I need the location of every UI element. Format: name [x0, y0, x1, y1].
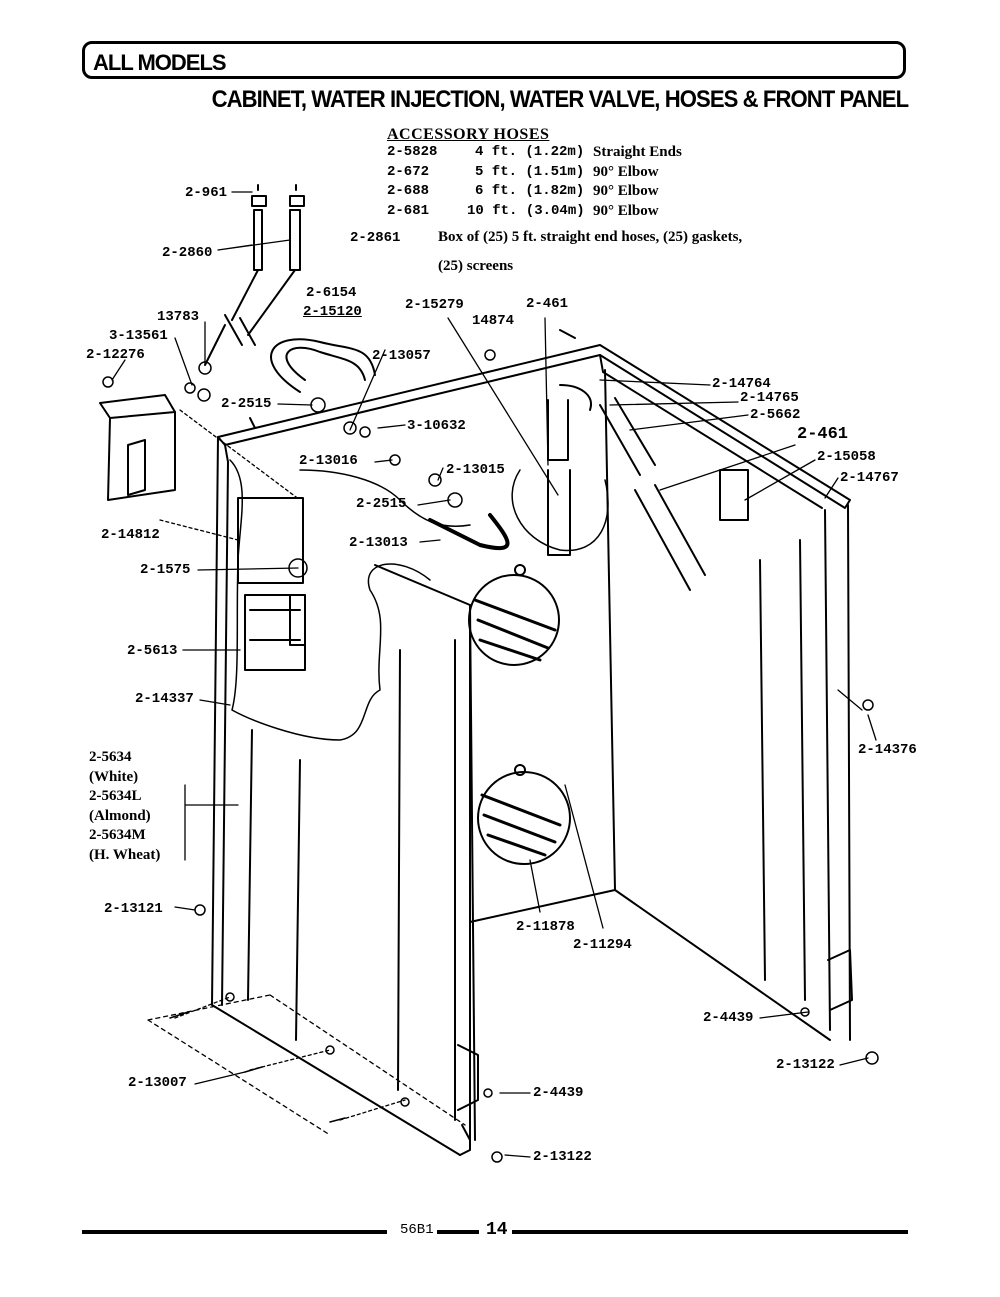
side-hose	[599, 397, 706, 591]
callout-2-961: 2-961	[185, 185, 228, 201]
footer-rule-mid	[437, 1230, 479, 1234]
cabinet-back-panel	[469, 369, 853, 1041]
box-part-number: 2-2861	[350, 230, 401, 246]
color-name: (White)	[89, 768, 139, 785]
callout-2-13016: 2-13016	[299, 453, 358, 469]
callout-2-6154: 2-6154	[306, 285, 357, 301]
accessory-hose-row: 2-5828 4 ft. (1.22m) Straight Ends	[387, 144, 682, 164]
hose-type: 90° Elbow	[593, 183, 659, 199]
hose-part: 2-5828	[387, 144, 438, 160]
callout-2-15120: 2-15120	[303, 304, 362, 320]
callout-2-13013: 2-13013	[349, 535, 408, 551]
accessory-hose-row: 2-681 10 ft. (3.04m) 90° Elbow	[387, 202, 659, 223]
hose-length: 4 ft. (1.22m)	[475, 144, 585, 160]
callout-2-5662: 2-5662	[750, 407, 801, 423]
callout-2-13121: 2-13121	[104, 901, 163, 917]
callout-2-13122-bottom: 2-13122	[533, 1149, 592, 1165]
footer-rule-right	[512, 1230, 908, 1234]
accessory-hoses-heading: ACCESSORY HOSES	[387, 126, 550, 143]
box-description-line2: (25) screens	[438, 258, 514, 274]
callout-2-5613: 2-5613	[127, 643, 178, 659]
hose-type: Straight Ends	[593, 144, 682, 160]
callout-2-15279: 2-15279	[405, 297, 464, 313]
callout-2-2515-b: 2-2515	[356, 496, 407, 512]
front-panel-color-list: 2-5634 (White) 2-5634L (Almond) 2-5634M …	[89, 748, 160, 865]
callout-3-13561: 3-13561	[109, 328, 168, 344]
hose-length: 10 ft. (3.04m)	[467, 202, 585, 219]
callout-2-4439-bottom: 2-4439	[533, 1085, 584, 1101]
cabinet-top-frame	[217, 329, 851, 509]
callout-2-2860: 2-2860	[162, 245, 213, 261]
callout-3-10632: 3-10632	[407, 418, 466, 434]
fasteners	[102, 349, 879, 1163]
color-part: 2-5634	[89, 749, 132, 765]
callout-2-461-big: 2-461	[797, 425, 849, 444]
color-name: (H. Wheat)	[89, 846, 161, 863]
footer-code: 56B1	[400, 1222, 434, 1238]
front-panel	[374, 564, 479, 1156]
accessory-hose-row: 2-672 5 ft. (1.51m) 90° Elbow	[387, 163, 659, 184]
u-hose	[428, 513, 510, 551]
callout-2-13007: 2-13007	[128, 1075, 187, 1091]
callout-2-11878: 2-11878	[516, 919, 575, 935]
models-title-box: ALL MODELS	[82, 41, 906, 79]
callout-2-12276: 2-12276	[86, 347, 145, 363]
injection-hose	[270, 338, 376, 393]
page-number: 14	[486, 1220, 508, 1240]
hose-length: 6 ft. (1.82m)	[475, 183, 585, 199]
callout-2-14765: 2-14765	[740, 390, 799, 406]
leader-lines	[111, 191, 877, 1158]
pump-discs	[468, 564, 571, 865]
callout-2-13122-right: 2-13122	[776, 1057, 835, 1073]
hose-length: 5 ft. (1.51m)	[475, 163, 585, 180]
callout-2-14376: 2-14376	[858, 742, 917, 758]
accessory-hoses-table: ACCESSORY HOSES 2-5828 4 ft. (1.22m) Str…	[387, 126, 682, 223]
hose-type: 90° Elbow	[593, 202, 659, 219]
callout-2-4439-right: 2-4439	[703, 1010, 754, 1026]
callout-2-14764: 2-14764	[712, 376, 771, 392]
page-title: CABINET, WATER INJECTION, WATER VALVE, H…	[211, 86, 909, 113]
color-part: 2-5634L	[89, 788, 142, 804]
callout-13783: 13783	[157, 309, 200, 325]
callout-2-14337: 2-14337	[135, 691, 194, 707]
cabinet-left-side	[211, 436, 461, 1156]
callout-2-11294: 2-11294	[573, 937, 632, 953]
models-label: ALL MODELS	[93, 50, 227, 75]
color-name: (Almond)	[89, 807, 151, 824]
hose-type: 90° Elbow	[593, 163, 659, 180]
callout-2-2515-a: 2-2515	[221, 396, 272, 412]
hose-part: 2-688	[387, 183, 430, 199]
hose-part: 2-672	[387, 163, 430, 180]
callout-2-14767: 2-14767	[840, 470, 899, 486]
hose-part: 2-681	[387, 202, 430, 219]
box-description-line1: Box of (25) 5 ft. straight end hoses, (2…	[438, 229, 743, 245]
fill-tube	[547, 384, 592, 556]
callout-2-13015: 2-13015	[446, 462, 505, 478]
accessory-hose-row: 2-688 6 ft. (1.82m) 90° Elbow	[387, 183, 659, 203]
inlet-hoses	[204, 184, 305, 366]
callout-14874: 14874	[472, 313, 515, 329]
callout-2-15058: 2-15058	[817, 449, 876, 465]
callout-2-1575: 2-1575	[140, 562, 191, 578]
callout-2-13057: 2-13057	[372, 348, 431, 364]
callout-2-461-top: 2-461	[526, 296, 569, 312]
water-valve	[237, 497, 306, 671]
hinge-bracket	[99, 394, 176, 501]
footer-rule-left	[82, 1230, 387, 1234]
page-footer: 56B1 14	[82, 1220, 908, 1242]
callout-2-14812: 2-14812	[101, 527, 160, 543]
color-part: 2-5634M	[89, 827, 146, 843]
